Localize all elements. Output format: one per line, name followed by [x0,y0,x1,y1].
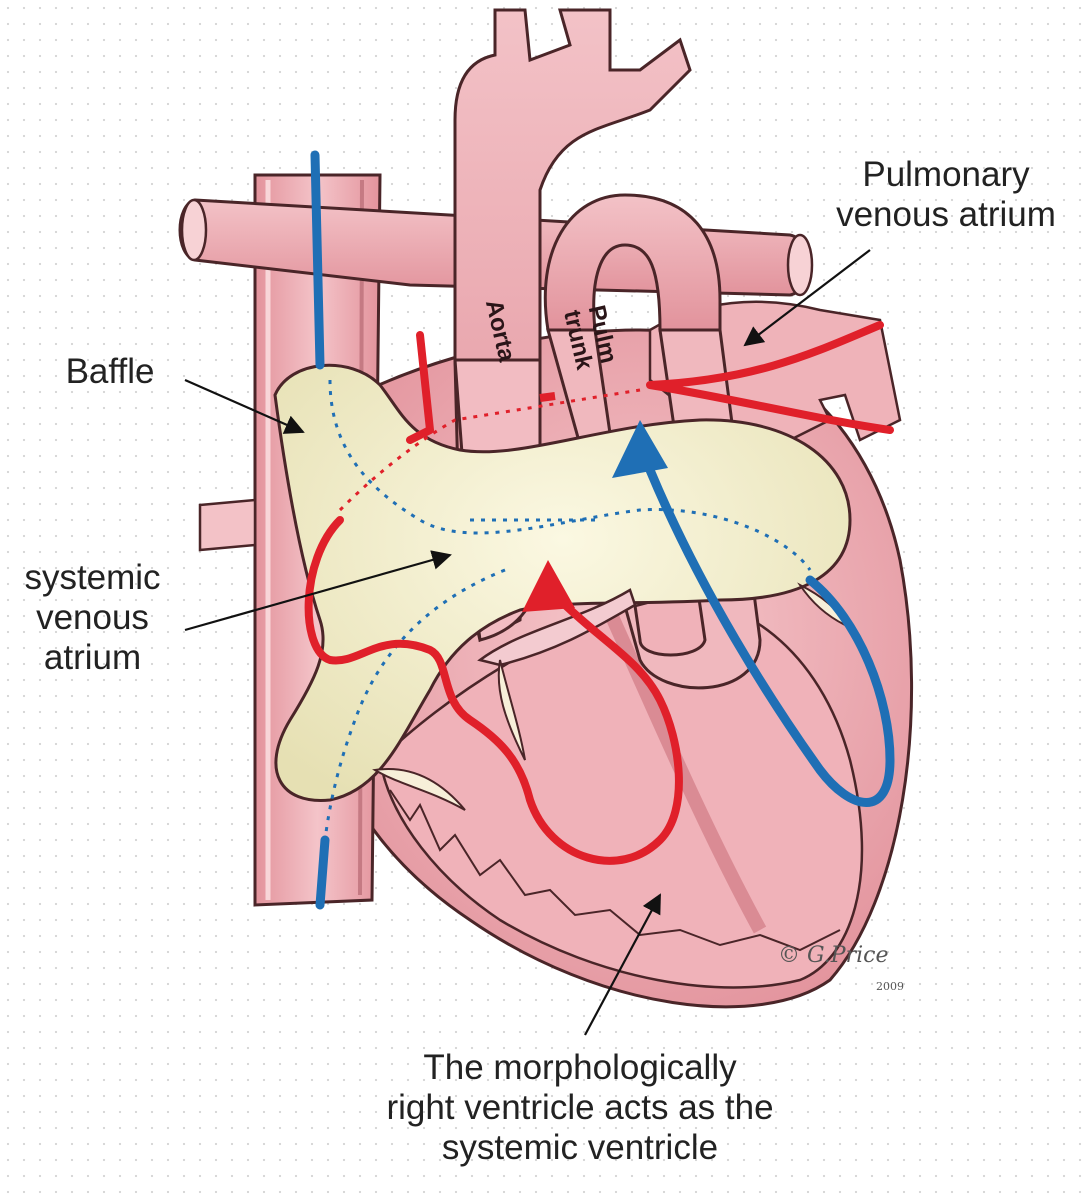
pulm-trunk-blue-arrowhead [612,420,668,478]
label-pulmonary-venous-atrium: Pulmonary venous atrium [836,155,1056,234]
pointer-baffle [184,378,305,434]
ivc-blue-flow [315,835,330,910]
red-flow-loop [304,516,683,865]
pointer-pulmonary [743,249,871,347]
artist-signature: © G.Price [778,943,889,968]
label-right-ventricle-caption: The morphologically right ventricle acts… [386,1048,774,1167]
valve-leaflet [477,588,637,667]
pointer-ventricle [584,893,661,1036]
ventricle-trabeculations [389,789,841,952]
pulm-trunk-blue-flow [645,465,895,807]
svc-blue-flow [310,150,325,370]
red-flow-left [406,331,434,444]
label-baffle: Baffle [65,352,155,391]
pulm-veins-red [646,321,894,434]
label-systemic-venous-atrium: systemic venous atrium [24,558,161,677]
valve-leaflet [497,659,526,761]
artist-signature-year: 2009 [876,980,904,993]
pointer-systemic [184,550,452,632]
aorta-red-arrowhead [522,560,575,612]
valve-leaflet [372,768,466,811]
